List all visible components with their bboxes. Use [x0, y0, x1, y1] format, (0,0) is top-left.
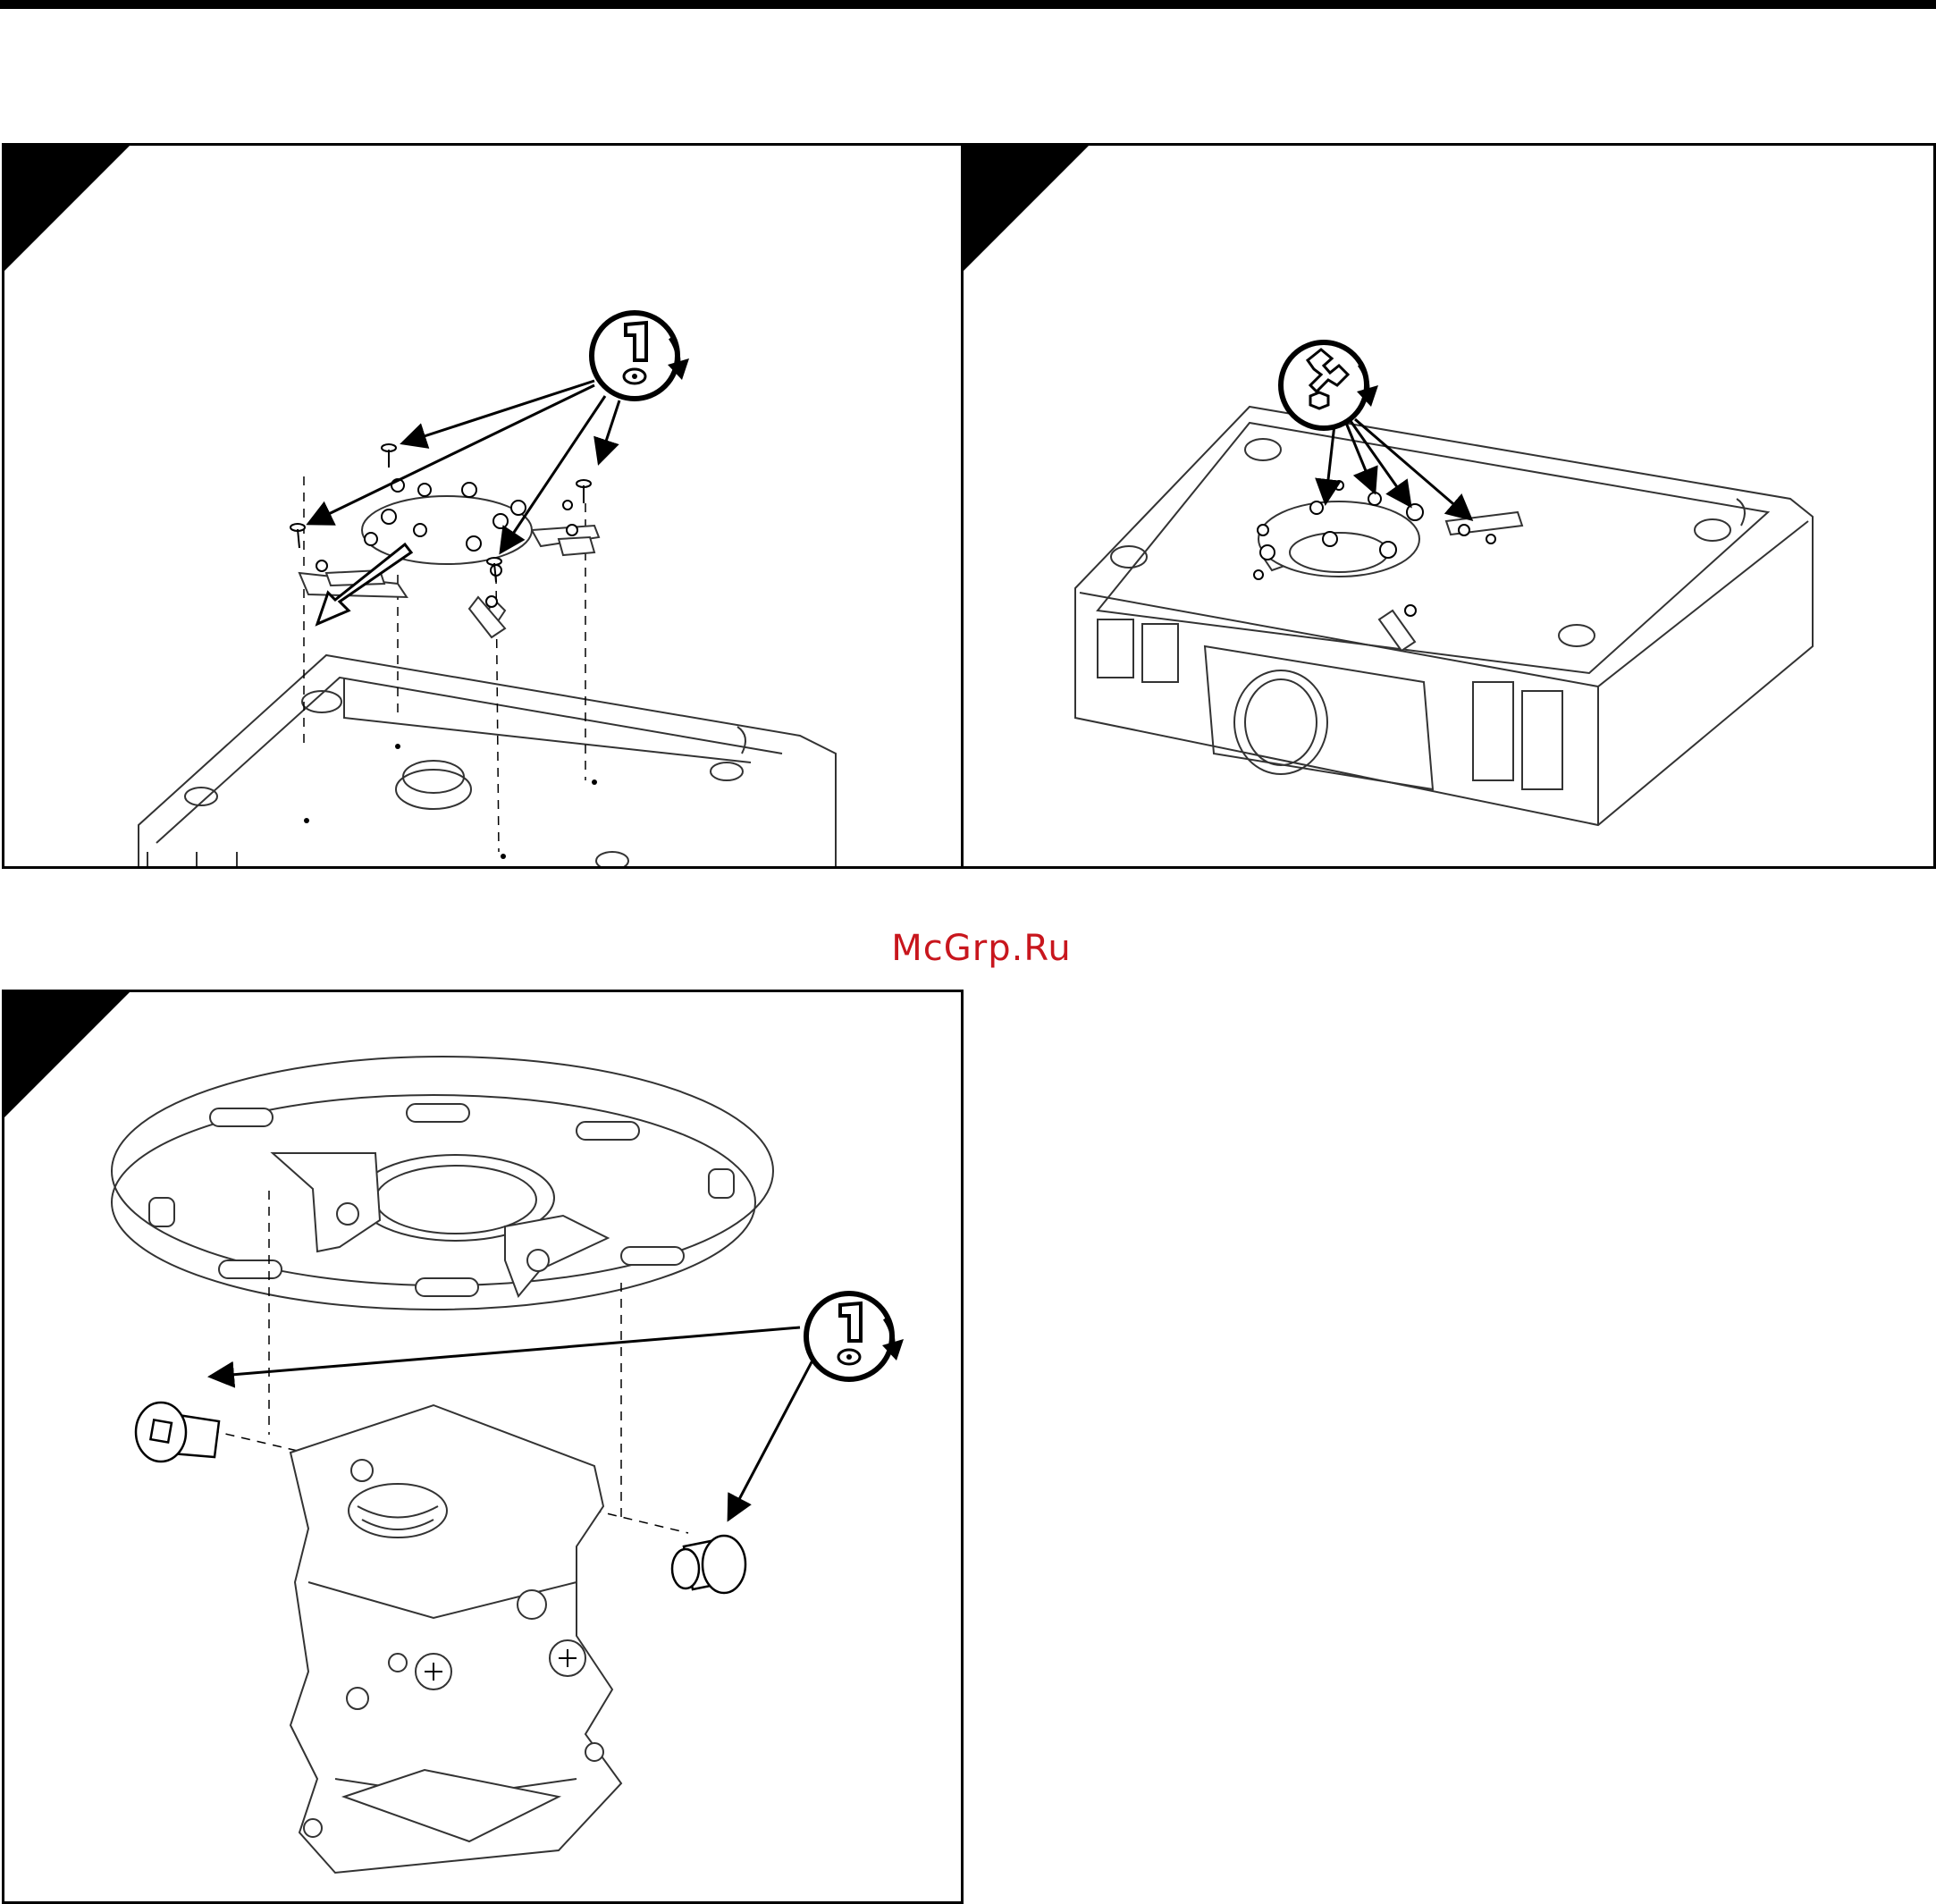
ceiling-plate	[112, 1057, 773, 1310]
corner-tab	[4, 992, 130, 1117]
step-1-diagram	[4, 146, 964, 869]
adapter-bracket	[290, 1405, 621, 1873]
projector-body	[1075, 407, 1813, 825]
shoulder-bolt-left	[136, 1403, 219, 1462]
step-3-panel	[2, 990, 964, 1904]
step-2-panel	[961, 143, 1936, 869]
corner-tab	[964, 146, 1089, 271]
wrench-icon	[1281, 342, 1378, 428]
shoulder-bolt-right	[672, 1536, 745, 1593]
hex-key-icon	[806, 1293, 904, 1379]
hex-key-icon	[592, 313, 689, 399]
mount-plate	[1258, 501, 1522, 651]
watermark-text: McGrp.Ru	[883, 928, 1080, 969]
mount-holes	[304, 744, 597, 859]
step-2-diagram	[964, 146, 1936, 869]
projector-body	[139, 655, 836, 869]
mount-plate	[299, 496, 599, 637]
corner-tab	[4, 146, 130, 271]
header-rule	[0, 0, 1936, 9]
step-3-diagram	[4, 992, 964, 1904]
step-1-panel	[2, 143, 964, 869]
